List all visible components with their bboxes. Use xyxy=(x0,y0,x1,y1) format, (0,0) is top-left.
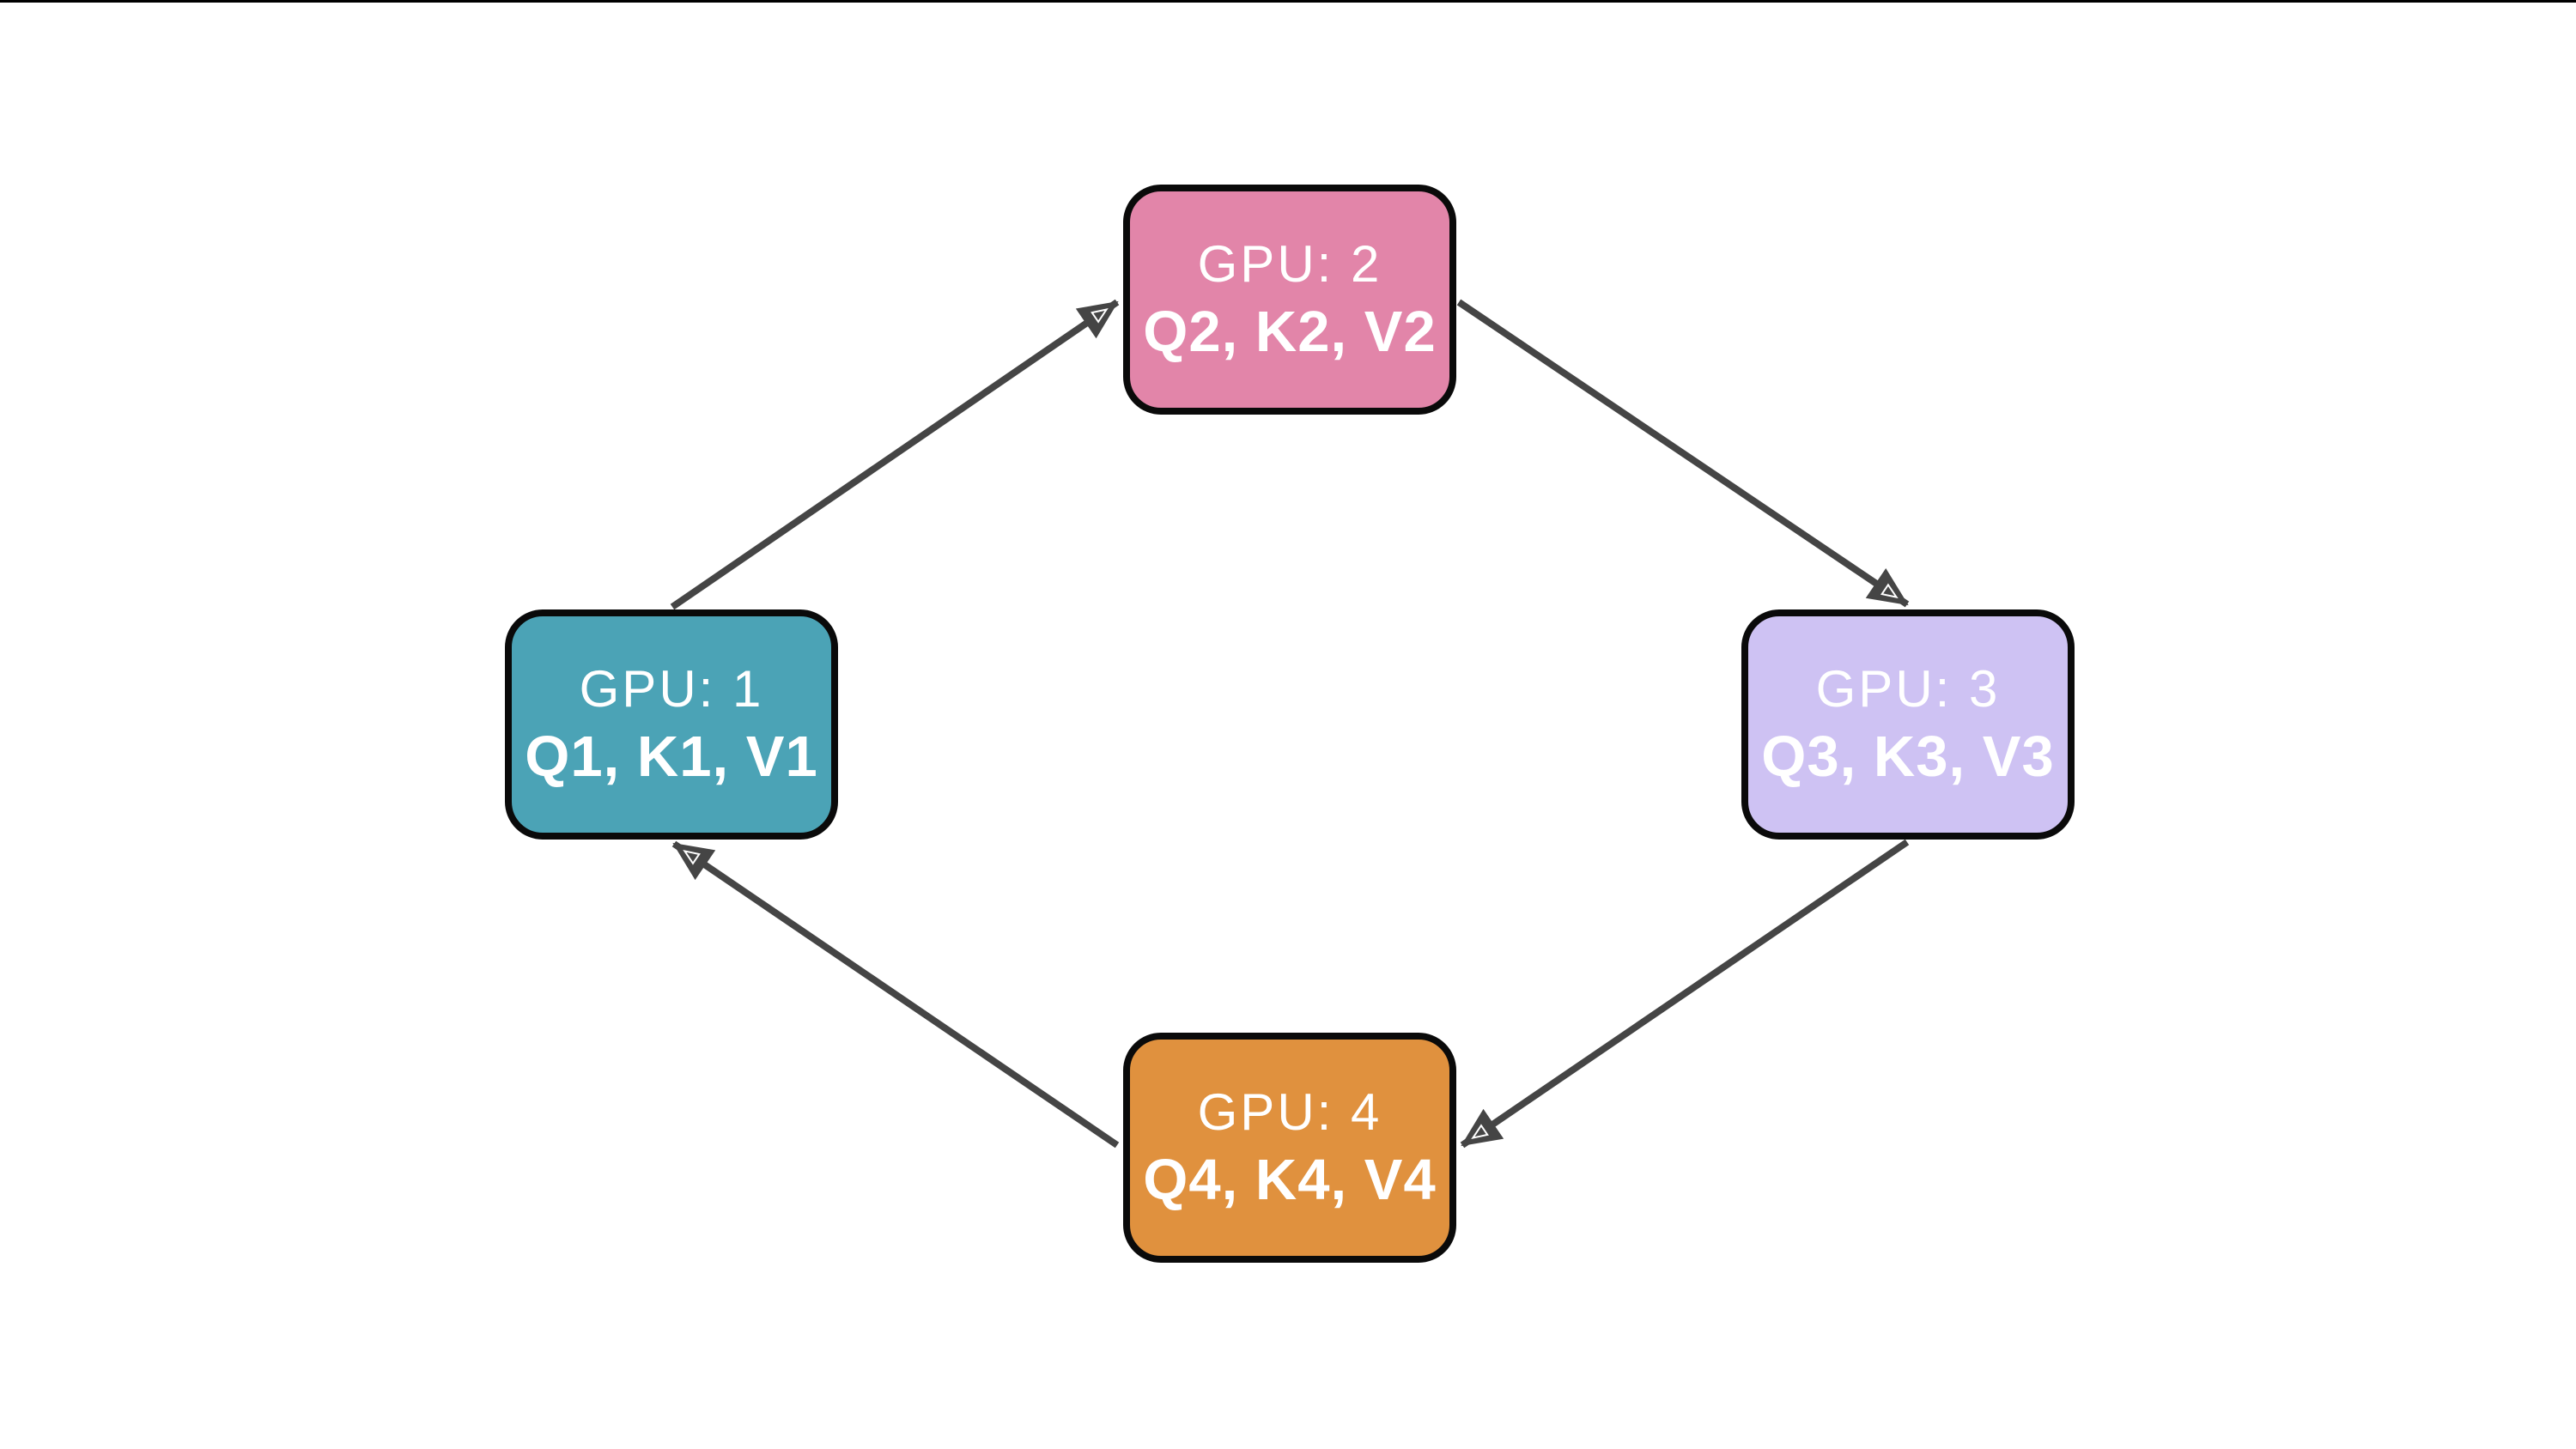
node-gpu1-subtitle: Q1, K1, V1 xyxy=(525,724,818,789)
node-gpu3-title: GPU: 3 xyxy=(1815,659,2001,718)
arrow-gpu2-to-gpu3 xyxy=(1456,299,1910,608)
node-gpu3-subtitle: Q3, K3, V3 xyxy=(1761,724,2055,789)
node-gpu4-title: GPU: 4 xyxy=(1197,1082,1382,1141)
node-gpu4: GPU: 4 Q4, K4, V4 xyxy=(1123,1033,1456,1263)
node-gpu2-subtitle: Q2, K2, V2 xyxy=(1143,299,1437,364)
arrow-gpu3-to-gpu4 xyxy=(1460,839,1910,1149)
top-border-line xyxy=(0,0,2576,3)
arrow-gpu1-to-gpu2 xyxy=(670,299,1120,610)
node-gpu1-title: GPU: 1 xyxy=(579,659,764,718)
node-gpu4-subtitle: Q4, K4, V4 xyxy=(1143,1147,1437,1212)
node-gpu1: GPU: 1 Q1, K1, V1 xyxy=(505,609,838,840)
node-gpu3: GPU: 3 Q3, K3, V3 xyxy=(1741,609,2075,840)
arrow-gpu4-to-gpu1 xyxy=(671,840,1120,1149)
node-gpu2-title: GPU: 2 xyxy=(1197,234,1382,293)
node-gpu2: GPU: 2 Q2, K2, V2 xyxy=(1123,185,1456,415)
